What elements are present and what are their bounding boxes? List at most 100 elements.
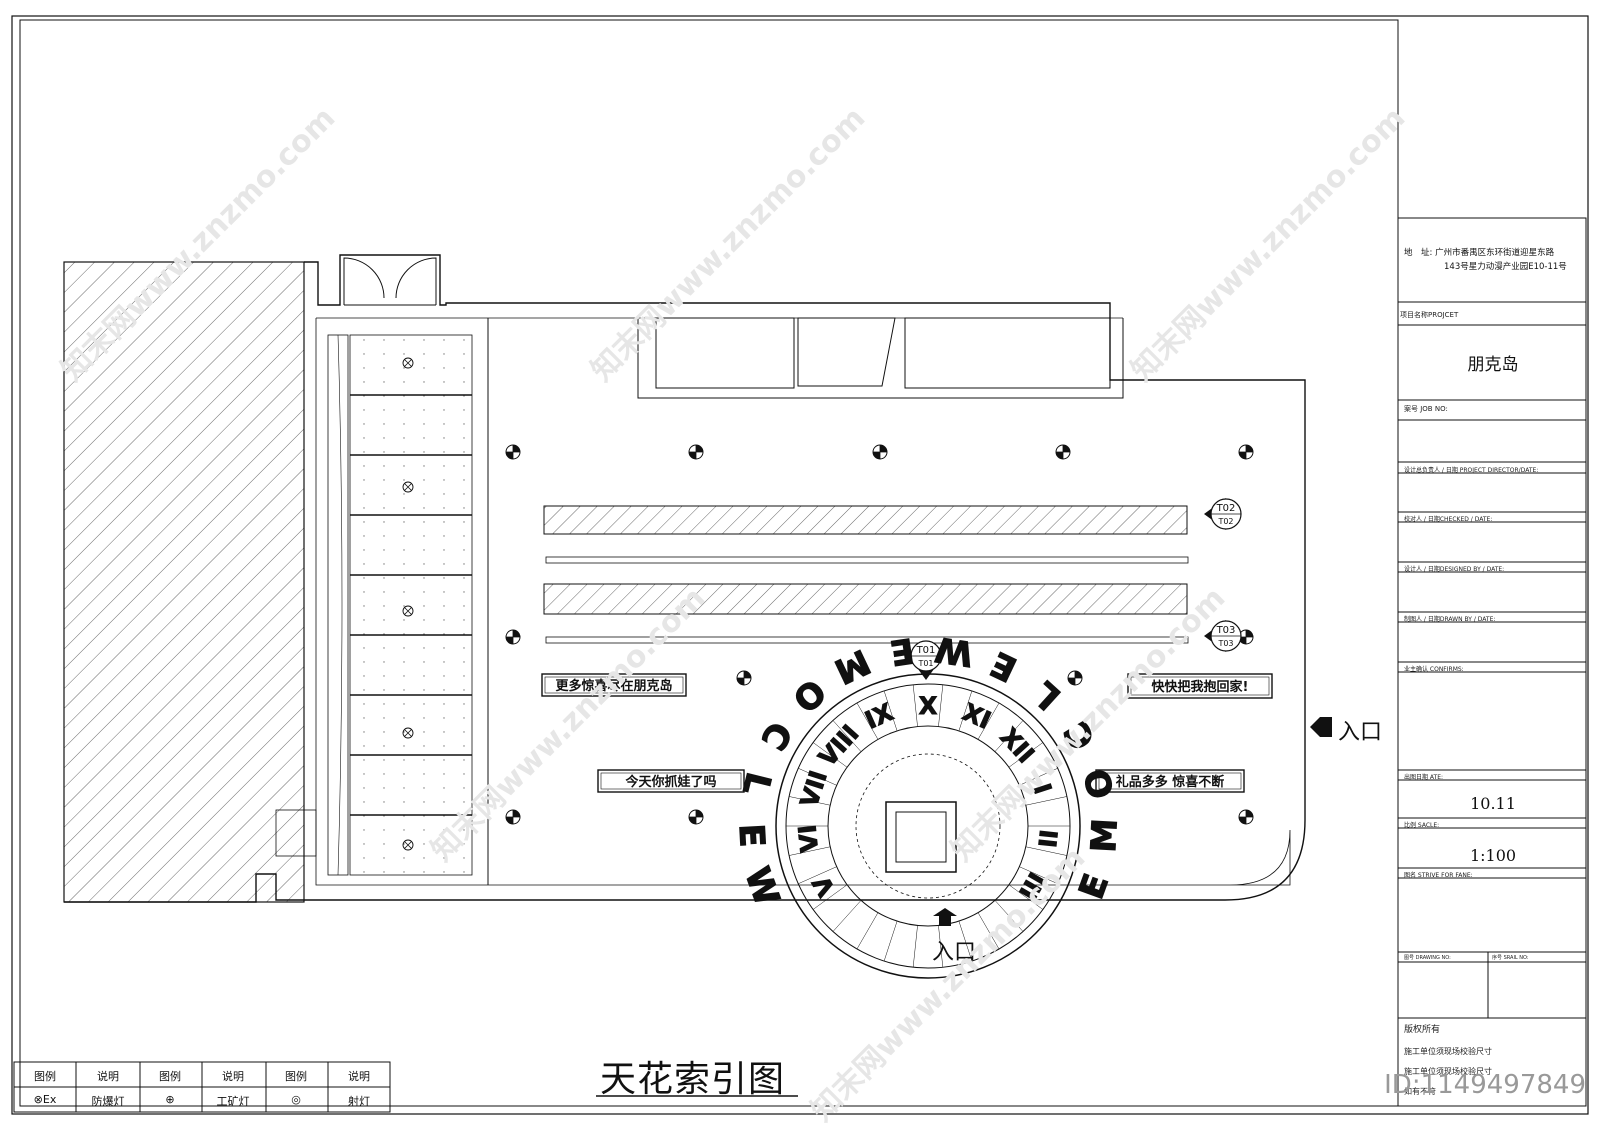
highbay-light-icon [1067,670,1083,686]
date-label: 出图日期 ATE: [1404,774,1444,781]
highbay-light-icon [505,444,521,460]
legend-header-4: 说明 [222,1070,244,1083]
sheet-outer-border [11,15,1589,1115]
beam-line-top [545,556,1189,564]
legend-header-6: 说明 [348,1070,370,1083]
clock-tick [912,925,918,968]
corridor-panels [350,357,472,851]
entrance-arrow-right-icon [1310,717,1332,737]
legend-header-5: 图例 [285,1070,307,1083]
clock-tick [798,866,837,884]
clock-numeral: II [1032,828,1062,849]
legend-symbol-spotlight-icon: ◎ [291,1093,301,1106]
clock-numeral: VII [795,767,833,810]
project-label: 项目名称PROJCET [1400,311,1459,319]
note-line-1: 施工单位须现场校验尺寸 [1404,1047,1492,1056]
ring-letter: M [1084,818,1126,854]
svg-text:更多惊喜尽在朋克岛: 更多惊喜尽在朋克岛 [555,678,672,694]
explosion-proof-light-icon [402,727,414,739]
ring-letter: W [736,862,786,911]
scale-label: 比例 SACLE: [1404,822,1440,829]
hatched-beam-top [543,505,1188,535]
svg-text:T02: T02 [1217,517,1233,526]
explosion-proof-light-icon [402,839,414,851]
clock-tick [883,921,898,962]
ring-letter: E [985,643,1023,689]
confirm-label: 业主确认 CONFIRMS: [1404,666,1464,673]
ring-letter: L [1026,673,1069,717]
clock-tick [958,921,973,962]
checked-label: 校对人 / 日期CHECKED / DATE: [1404,516,1493,523]
serial-label: 序号 SRAIL NO: [1492,955,1529,961]
svg-text:今天你抓娃了吗: 今天你抓娃了吗 [624,774,716,790]
clock-tick [798,768,837,786]
legend-table [13,1061,391,1113]
clock-numeral: IX [861,698,898,735]
legend-header-3: 图例 [159,1070,181,1083]
hatched-beam-bottom [543,583,1188,615]
ring-letter: W [933,628,976,673]
address-line-2: 143号星力动漫产业园E10-11号 [1444,262,1567,272]
wall-sign: 快快把我抱回家! [1127,673,1273,699]
copyright-label: 版权所有 [1404,1025,1441,1035]
ring-letter: O [1077,765,1123,803]
ring-letter: O [785,671,833,720]
entrance-label-bottom: 入口 [932,940,977,965]
director-label: 设计总负责人 / 日期 PROJECT DIRECTOR/DATE: [1404,467,1539,474]
clock-tick [994,720,1024,752]
highbay-light-icon [1238,444,1254,460]
clock-tick [994,900,1024,932]
drawing-name-label: 图名 STRIVE FOR FANE: [1404,872,1473,879]
highbay-light-icon [1055,444,1071,460]
legend-symbol-explosion-proof-icon: ⊗Ex [33,1093,57,1106]
clock-tick [1019,768,1058,786]
clock-tick [977,702,1000,740]
hatched-zone-left [63,261,305,903]
svg-text:T01: T01 [916,645,936,656]
address-block: 地 址: 广州市番禺区东环街道迎星东路 143号星力动漫产业园E10-11号 [1404,246,1584,274]
highbay-light-icon [736,670,752,686]
clock-tick [812,884,848,910]
top-niches [637,317,1124,399]
drawing-no-label: 图号 DRAWING NO: [1404,955,1451,961]
ring-letter: C [752,714,799,756]
clock-tick [832,900,862,932]
ring-letter: M [828,641,876,692]
highbay-light-icon [505,809,521,825]
svg-text:T03: T03 [1217,639,1233,648]
clock-tick [883,690,898,731]
wall-signs: 更多惊喜尽在朋克岛 快快把我抱回家! 今天你抓娃了吗 礼品多多 惊喜不断 [541,673,1273,793]
clock-tick [1025,846,1067,856]
note-line-3: 如有不符 [1404,1087,1436,1096]
clock-tick [856,702,879,740]
legend-desc-spotlight: 射灯 [348,1095,370,1108]
clock-numeral: V [807,871,841,901]
clock-numeral: XI [959,698,995,735]
svg-text:快快把我抱回家!: 快快把我抱回家! [1152,679,1249,695]
highbay-light-icon [688,809,704,825]
explosion-proof-light-icon [402,357,414,369]
clock-tick [938,925,944,968]
clock-tick [812,742,848,768]
building-outline [64,254,1306,903]
project-name: 朋克岛 [1467,355,1519,375]
wall-sign: 更多惊喜尽在朋克岛 [541,673,687,697]
clock-tick [1025,796,1067,806]
explosion-proof-light-icon [402,605,414,617]
ring-letter: E [888,629,917,672]
legend-header-2: 说明 [97,1070,119,1083]
legend-desc-highbay: 工矿灯 [216,1095,250,1108]
clock-ticks [786,684,1070,968]
door-swing [343,257,437,306]
designed-label: 设计人 / 日期DESIGNED BY / DATE: [1404,566,1505,573]
clock-tick [1019,866,1058,884]
drawing-title: 天花索引图 [600,1059,786,1100]
clock-tick [789,796,831,806]
clock-tick [912,684,918,727]
legend-header-1: 图例 [34,1070,56,1083]
svg-text:礼品多多 惊喜不断: 礼品多多 惊喜不断 [1116,774,1225,790]
